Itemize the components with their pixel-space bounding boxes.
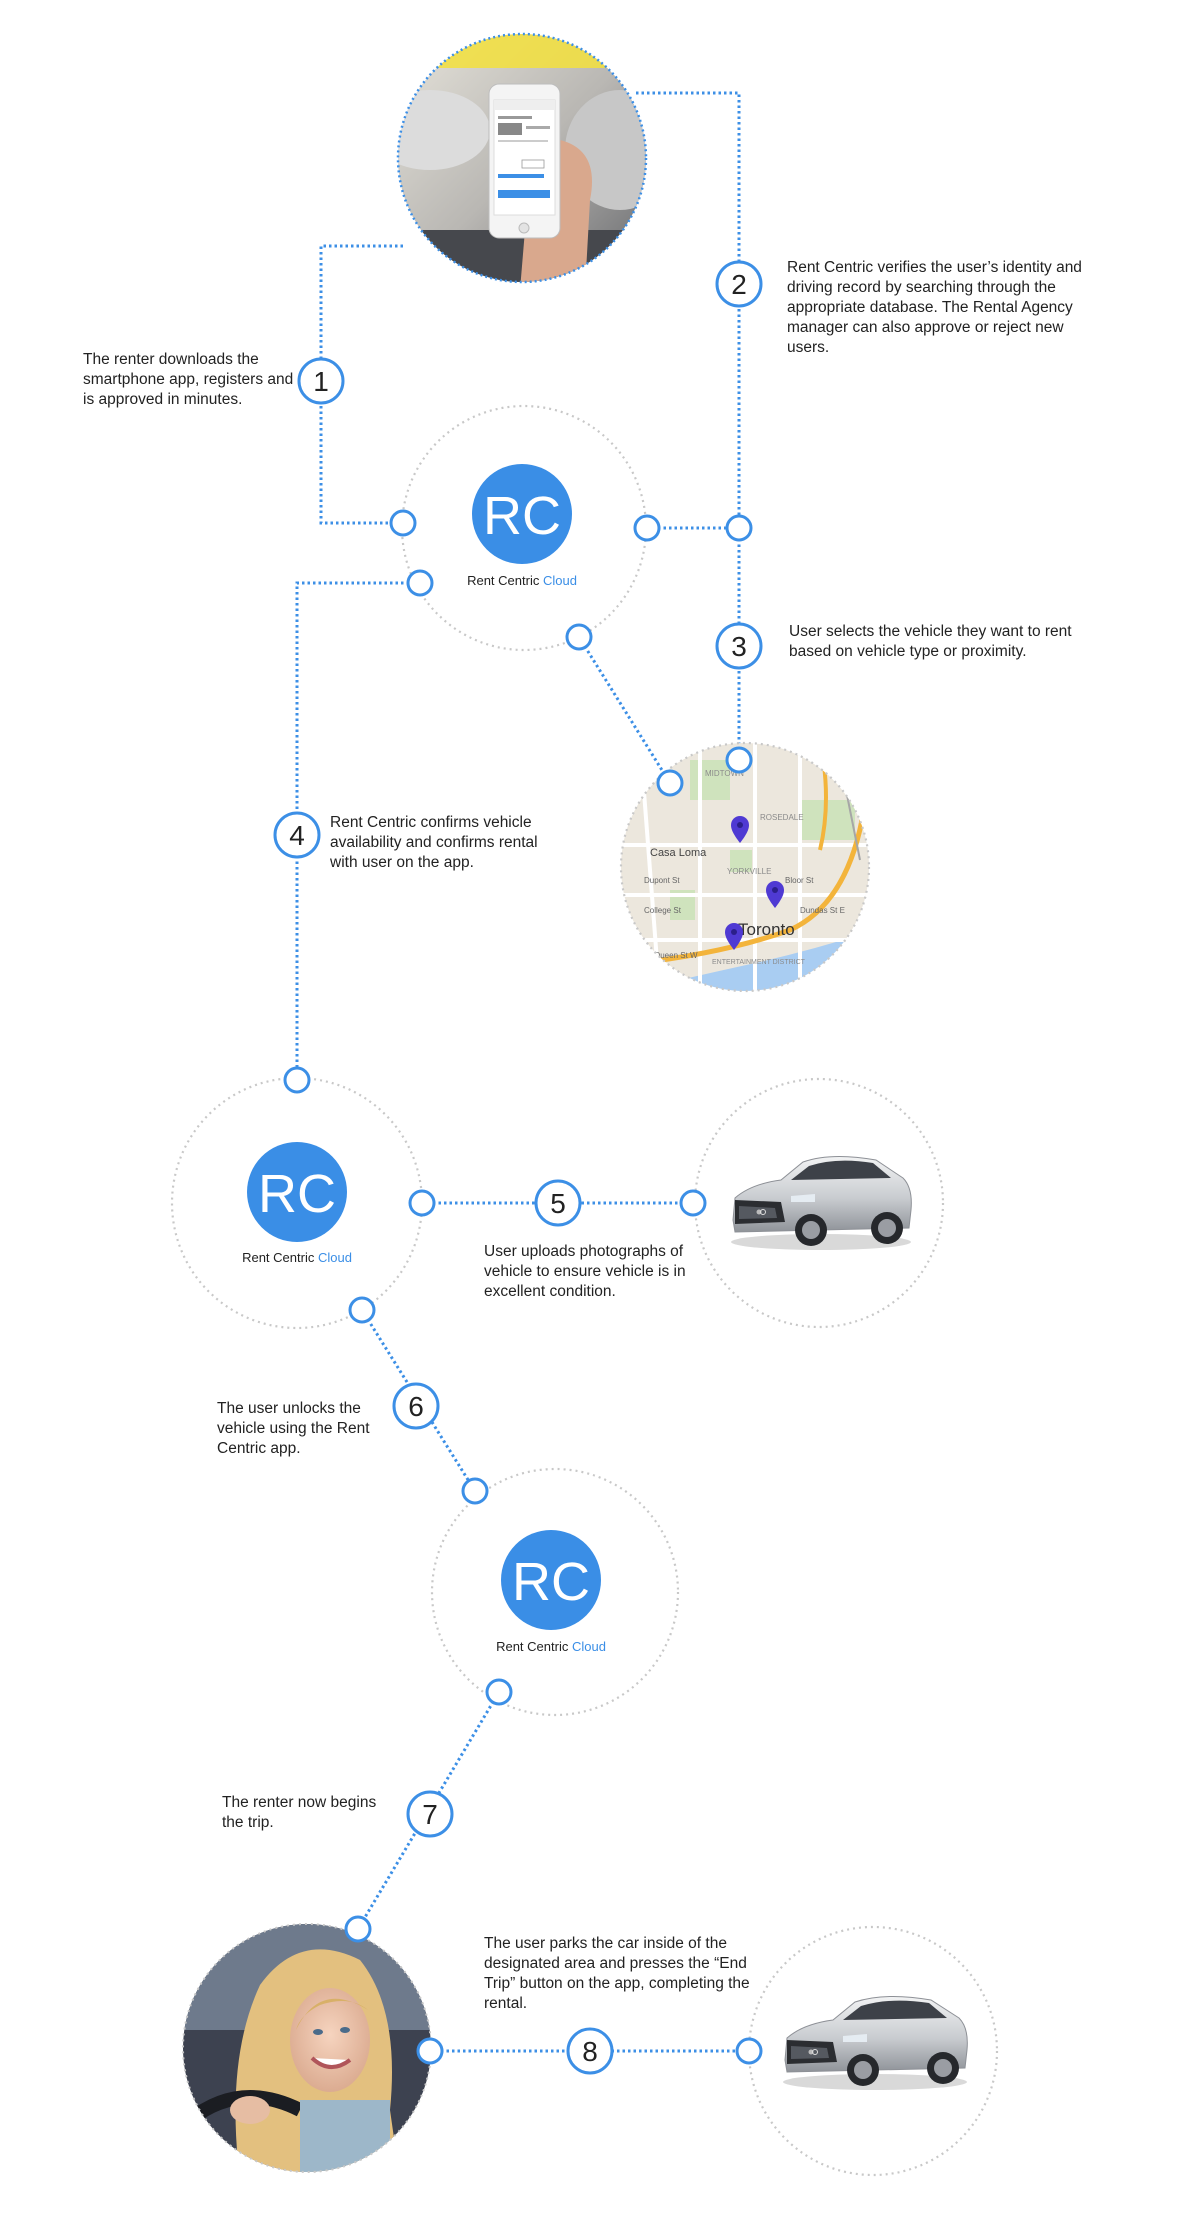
car-circle-1 xyxy=(693,1077,945,1329)
car-circle-2 xyxy=(747,1925,999,2177)
connector-step-4 xyxy=(295,581,420,1080)
connector-nodes xyxy=(283,509,763,2065)
rc-logo-badge xyxy=(472,464,572,564)
map-label-yorkville: YORKVILLE xyxy=(727,867,771,876)
connector-node xyxy=(389,509,417,537)
rc-logo-badge xyxy=(247,1142,347,1242)
step-5-number: 5 xyxy=(550,1188,566,1219)
rc-logo-1: RC Rent Centric Cloud xyxy=(467,464,577,588)
connector-node xyxy=(461,1477,489,1505)
connector-node xyxy=(406,569,434,597)
connector-node xyxy=(348,1296,376,1324)
rc-logo-initials: RC xyxy=(512,1552,590,1612)
step-2-description: Rent Centric verifies the user’s identit… xyxy=(787,259,1082,356)
map-pin-2 xyxy=(766,881,784,908)
connector-node xyxy=(344,1915,372,1943)
map-label-toronto: Toronto xyxy=(738,920,795,939)
map-label-casa-loma: Casa Loma xyxy=(650,847,707,859)
connector-lines xyxy=(295,91,749,2053)
map-label-dundas: Dundas St E xyxy=(800,906,845,915)
map-label-college: College St xyxy=(644,906,682,915)
step-5-badge: 5 xyxy=(534,1179,582,1227)
step-6-description: The user unlocks the vehicle using the R… xyxy=(217,1400,370,1457)
logo-circle-3 xyxy=(430,1467,680,1717)
step-1-number: 1 xyxy=(313,366,329,397)
map-label-entertainment: ENTERTAINMENT DISTRICT xyxy=(712,959,806,966)
rc-logo-name: Rent Centric Cloud xyxy=(467,573,577,588)
step-7-number: 7 xyxy=(422,1799,438,1830)
car-photo-1 xyxy=(731,1155,912,1250)
connector-node xyxy=(565,623,593,651)
step-1-description: The renter downloads the smartphone app,… xyxy=(83,351,294,408)
step-7-description: The renter now begins the trip. xyxy=(222,1794,377,1831)
connector-step-2 xyxy=(636,91,741,528)
connector-node xyxy=(416,2037,444,2065)
connector-logo-map xyxy=(577,636,672,784)
woman-driver-photo xyxy=(182,1923,432,2173)
rc-logo-2: RC Rent Centric Cloud xyxy=(242,1142,352,1265)
step-6-number: 6 xyxy=(408,1391,424,1422)
step-7-badge: 7 xyxy=(406,1790,454,1838)
map-label-bloor: Bloor St xyxy=(785,876,814,885)
connector-node xyxy=(725,746,753,774)
map-of-toronto: MIDTOWN ROSEDALE Casa Loma YORKVILLE Dup… xyxy=(619,741,871,993)
step-2-badge: 2 xyxy=(715,260,763,308)
connector-node xyxy=(283,1066,311,1094)
step-6-badge: 6 xyxy=(392,1382,440,1430)
rc-logo-name: Rent Centric Cloud xyxy=(496,1639,606,1654)
step-3-badge: 3 xyxy=(715,622,763,670)
rc-logo-badge xyxy=(501,1530,601,1630)
map-pin-1 xyxy=(731,816,749,843)
step-4-description: Rent Centric confirms vehicle availabili… xyxy=(330,814,538,871)
map-label-rosedale: ROSEDALE xyxy=(760,813,804,822)
map-label-queen: Queen St W xyxy=(654,951,698,960)
rc-logo-name: Rent Centric Cloud xyxy=(242,1250,352,1265)
connector-node xyxy=(633,514,661,542)
step-3-description: User selects the vehicle they want to re… xyxy=(789,623,1072,660)
connector-node xyxy=(656,769,684,797)
map-label-midtown: MIDTOWN xyxy=(705,769,744,778)
connector-node xyxy=(485,1678,513,1706)
connector-node xyxy=(725,514,753,542)
step-2-number: 2 xyxy=(731,269,747,300)
connector-node xyxy=(735,2037,763,2065)
step-8-description: The user parks the car inside of the des… xyxy=(484,1935,750,2012)
map-pin-3 xyxy=(725,923,743,950)
step-1-badge: 1 xyxy=(297,357,345,405)
connector-node xyxy=(679,1189,707,1217)
phone-app-photo xyxy=(396,32,648,284)
car-photo-2 xyxy=(783,1995,968,2090)
step-8-number: 8 xyxy=(582,2036,598,2067)
rc-logo-initials: RC xyxy=(258,1164,336,1224)
step-4-number: 4 xyxy=(289,820,305,851)
connector-node xyxy=(408,1189,436,1217)
rc-logo-3: RC Rent Centric Cloud xyxy=(496,1530,606,1654)
rc-logo-initials: RC xyxy=(483,486,561,546)
step-3-number: 3 xyxy=(731,631,747,662)
step-8-badge: 8 xyxy=(566,2027,614,2075)
step-5-description: User uploads photographs of vehicle to e… xyxy=(484,1243,686,1300)
step-4-badge: 4 xyxy=(273,811,321,859)
map-label-dupont: Dupont St xyxy=(644,876,680,885)
